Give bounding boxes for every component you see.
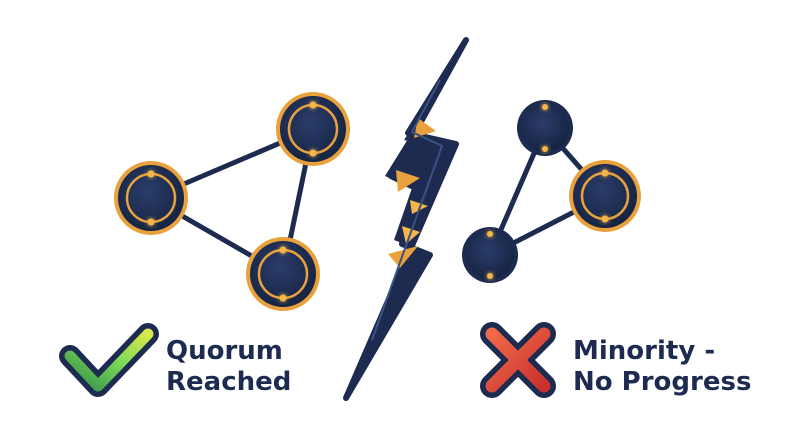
minority-label-line2: No Progress [573,367,752,397]
left-node-a [114,161,188,235]
lightning-bolt-icon [343,37,469,401]
quorum-label: Quorum Reached [166,336,291,398]
left-node-b [276,92,350,166]
minority-label: Minority - No Progress [573,336,751,398]
right-node-c [462,227,518,283]
quorum-label-line2: Reached [166,367,292,397]
right-node-a [517,100,573,156]
minority-label-line1: Minority - [573,336,716,366]
right-node-b [569,160,641,232]
check-icon [59,323,159,397]
quorum-label-line1: Quorum [166,336,283,366]
cross-icon [480,322,556,398]
left-node-c [246,237,320,311]
